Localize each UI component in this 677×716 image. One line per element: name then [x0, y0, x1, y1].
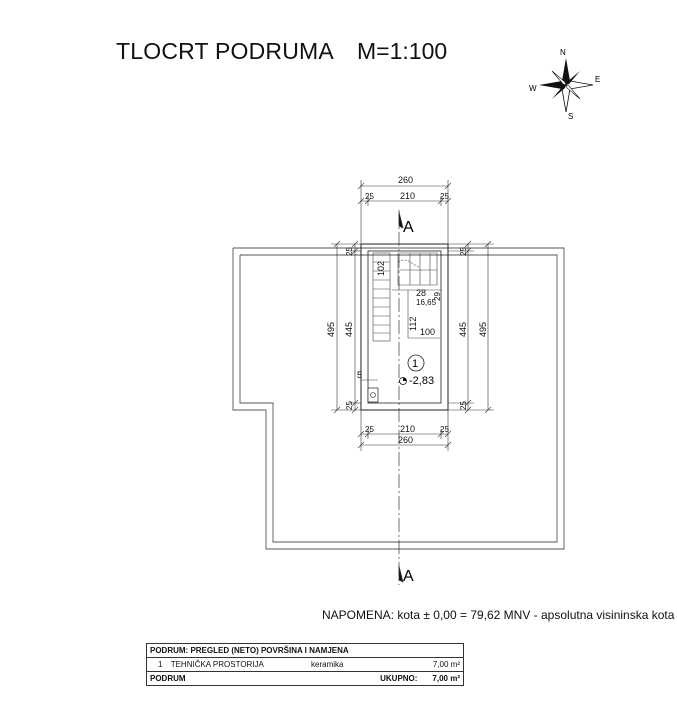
- row-area: 7,00 m²: [420, 657, 465, 672]
- table-footer-row: PODRUM UKUPNO: 7,00 m²: [145, 671, 465, 686]
- compass-n: N: [560, 48, 566, 57]
- compass-e: E: [595, 75, 600, 84]
- footer-total: 7,00 m²: [420, 671, 465, 686]
- level-marker-icon: [399, 377, 407, 385]
- basement-outline: [232, 247, 565, 550]
- dim-right-top: 25: [459, 247, 468, 256]
- dim-top-inner: 210: [400, 191, 415, 201]
- dim-bottom-inner: 210: [400, 424, 415, 434]
- dim-right-bottom: 25: [459, 401, 468, 410]
- row-number: 1: [158, 660, 163, 669]
- stair-dims: 102 28 16,65 29 112 100: [376, 261, 442, 337]
- area-table: PODRUM: PREGLED (NETO) POVRŠINA I NAMJEN…: [145, 643, 465, 686]
- dim-bottom-total: 260: [398, 435, 413, 445]
- dim-right-inner: 445: [458, 322, 468, 337]
- dim-28: 28: [416, 288, 426, 298]
- row-name: TEHNIČKA PROSTORIJA: [170, 660, 264, 669]
- footer-total-label: UKUPNO:: [365, 671, 421, 686]
- dim-left-outer: 495: [326, 322, 336, 337]
- dim-100: 100: [420, 327, 435, 337]
- staircase: [372, 252, 442, 342]
- drawing-scale: M=1:100: [357, 38, 448, 64]
- dim-16: 16,65: [416, 298, 437, 307]
- compass-w: W: [529, 84, 537, 93]
- stair-core: [360, 243, 449, 411]
- dim-left-inner: 445: [344, 322, 354, 337]
- elevation-note: NAPOMENA: kota ± 0,00 = 79,62 MNV - apso…: [322, 608, 675, 622]
- footer-label: PODRUM: [145, 671, 366, 686]
- dim-left-top: 25: [345, 247, 354, 256]
- dim-top-total: 260: [398, 175, 413, 185]
- row-material: keramika: [273, 657, 366, 672]
- dim-102: 102: [376, 261, 386, 276]
- dim-bottom-right: 25: [440, 425, 449, 434]
- dim-left-bottom: 25: [345, 401, 354, 410]
- table-row: 1 TEHNIČKA PROSTORIJA keramika 7,00 m²: [146, 657, 465, 672]
- dim-right-outer: 495: [478, 322, 488, 337]
- table-header: PODRUM: PREGLED (NETO) POVRŠINA I NAMJEN…: [146, 643, 464, 658]
- section-mark-bottom: A: [403, 568, 414, 585]
- section-mark-top: A: [403, 219, 414, 236]
- dim-5: 5: [357, 370, 362, 380]
- section-line-a: [398, 210, 404, 585]
- north-arrow-icon: N E S W: [529, 48, 600, 121]
- dim-top-left: 25: [365, 192, 374, 201]
- dim-29: 29: [433, 292, 442, 301]
- dim-top-right: 25: [440, 192, 449, 201]
- level-value: -2,83: [409, 375, 434, 387]
- drawing-title: TLOCRT PODRUMA: [116, 38, 334, 64]
- room-number: 1: [412, 358, 418, 370]
- dim-112: 112: [408, 317, 418, 331]
- dim-bottom-left: 25: [365, 425, 374, 434]
- compass-s: S: [568, 112, 573, 121]
- table-header-row: PODRUM: PREGLED (NETO) POVRŠINA I NAMJEN…: [146, 643, 464, 658]
